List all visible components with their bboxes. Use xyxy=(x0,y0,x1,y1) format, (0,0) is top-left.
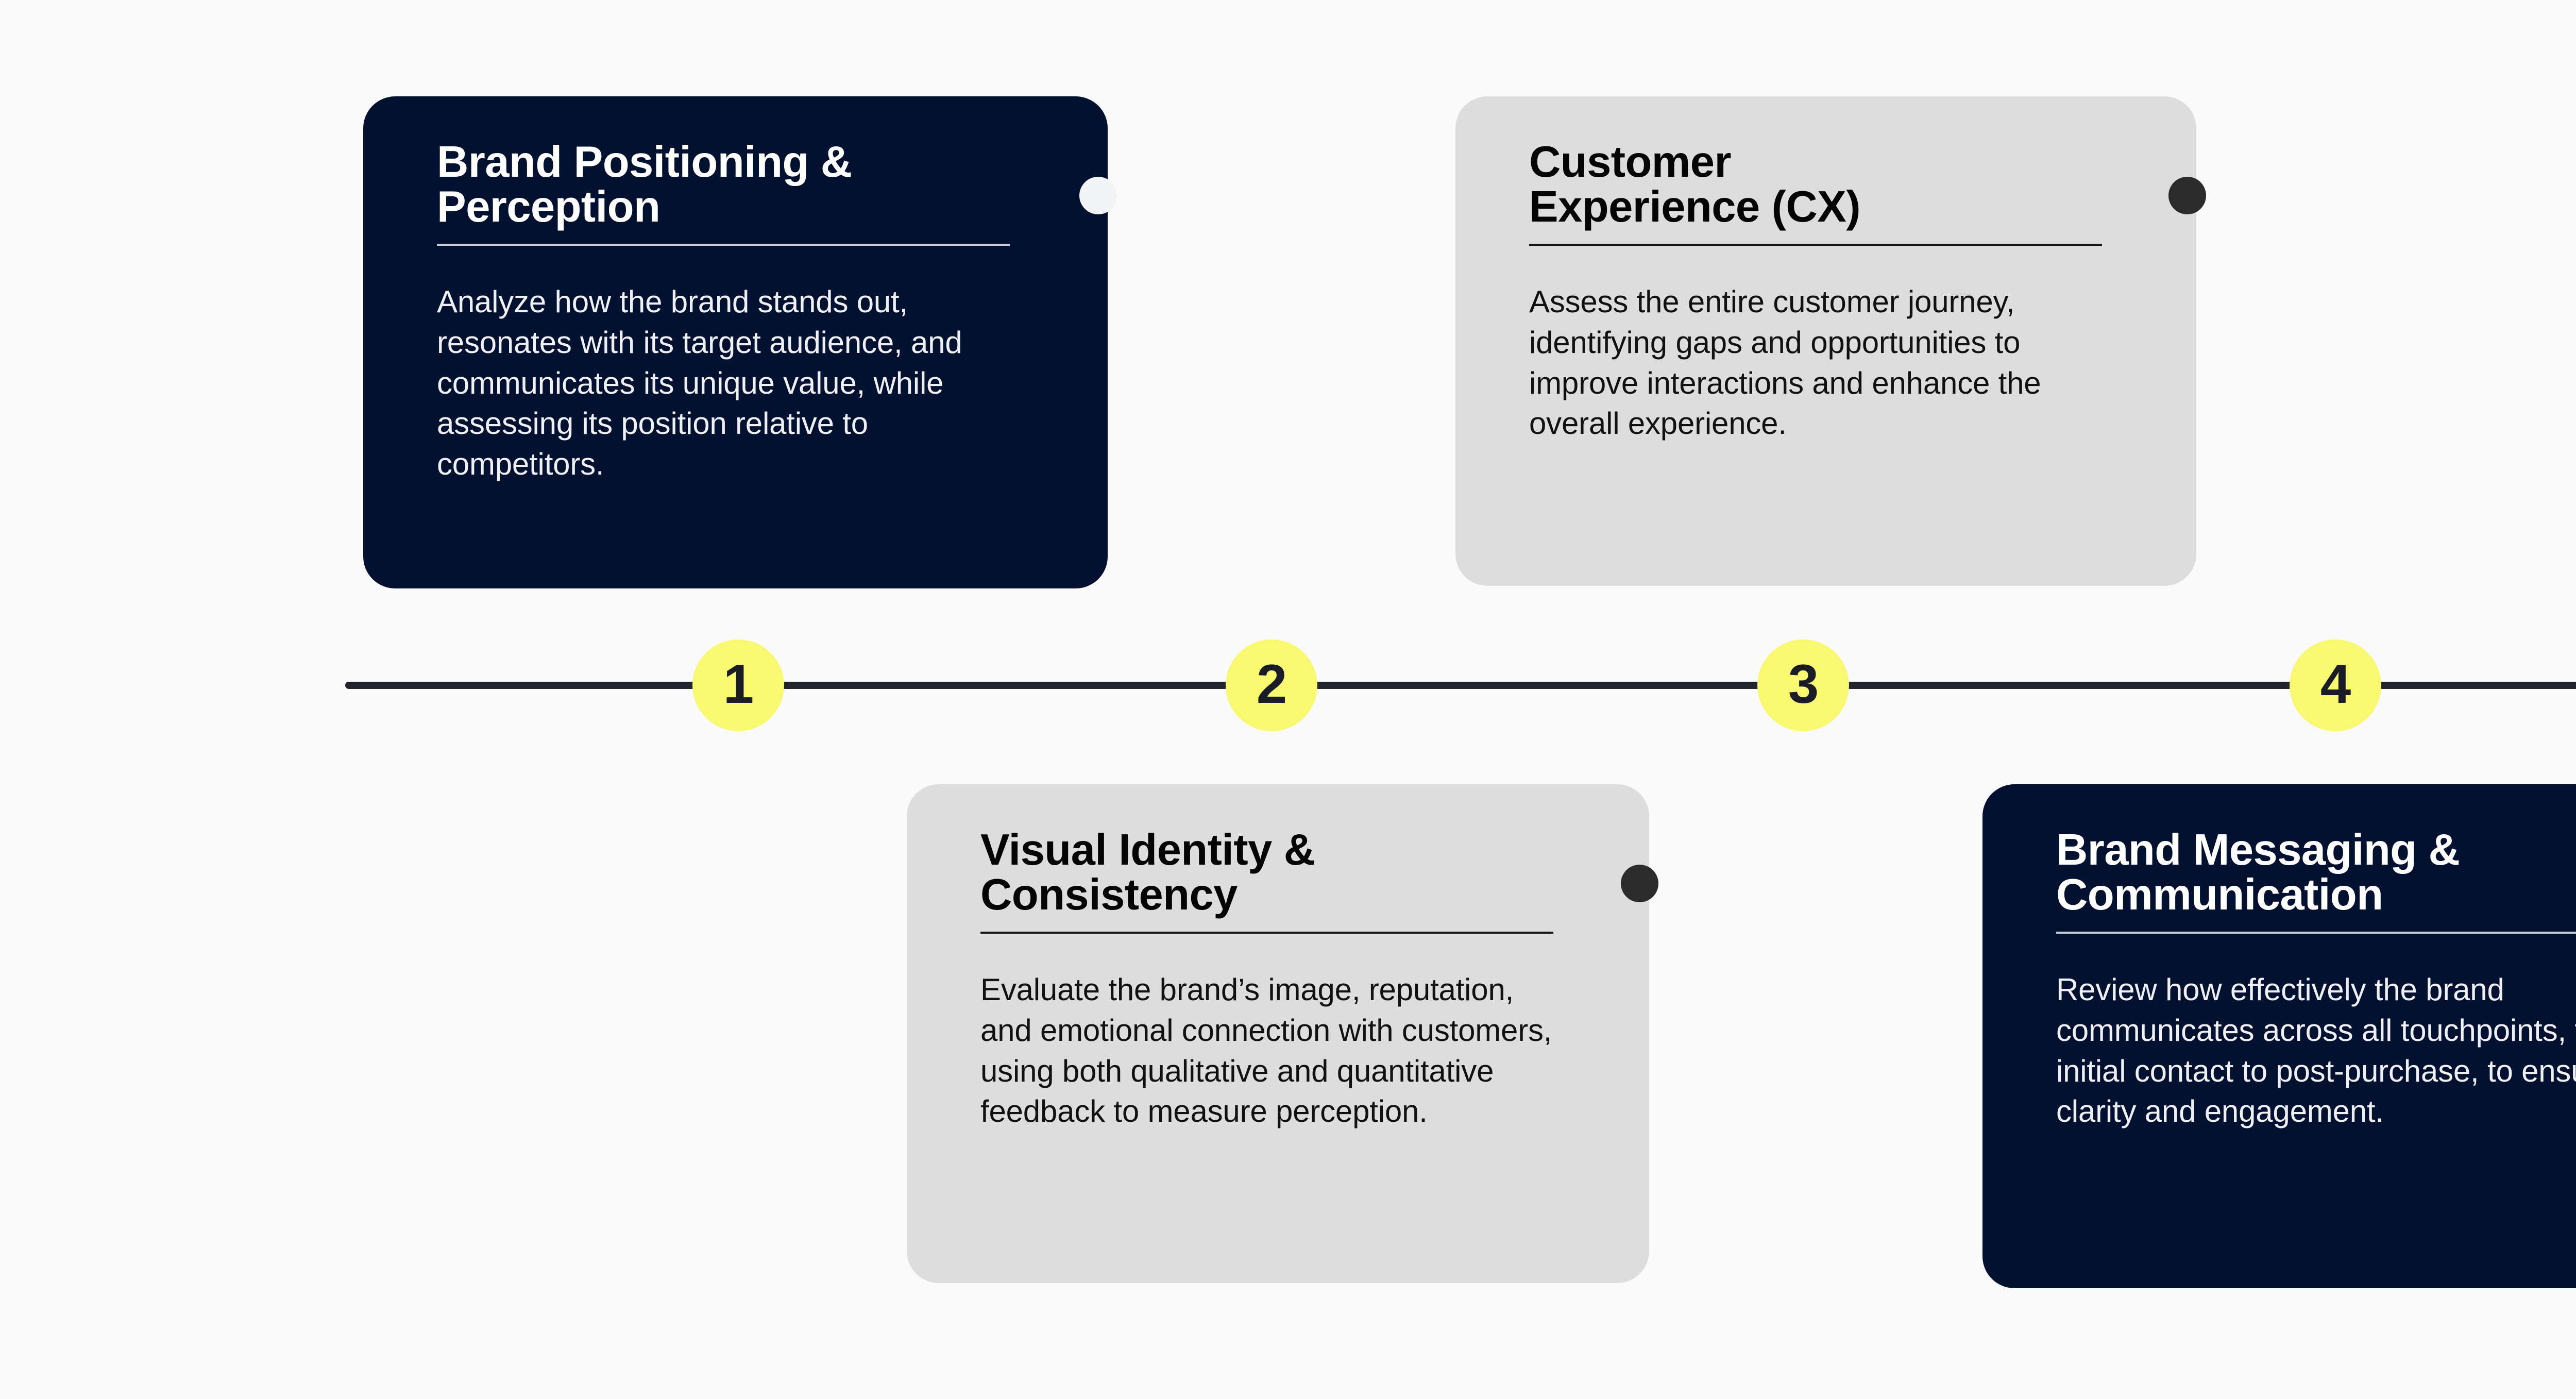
status-dot-icon xyxy=(2168,177,2206,214)
card-divider xyxy=(2056,932,2576,934)
card-title: Brand Positioning & Perception xyxy=(437,138,852,231)
card-header: Brand Positioning & Perception xyxy=(437,138,1117,246)
card-description: Analyze how the brand stands out, resona… xyxy=(437,284,962,481)
timeline-marker-label: 3 xyxy=(1788,652,1819,715)
card-header: Customer Experience (CX) xyxy=(1529,138,2206,246)
timeline-marker-label: 4 xyxy=(2320,652,2351,715)
timeline-marker-2[interactable]: 2 xyxy=(1226,639,1317,731)
step-card-1[interactable]: Brand Positioning & Perception Analyze h… xyxy=(363,96,1117,588)
step-card-2[interactable]: Visual Identity & Consistency Evaluate t… xyxy=(907,784,1658,1283)
status-dot-icon xyxy=(1621,865,1658,902)
step-card-3[interactable]: Customer Experience (CX) Assess the enti… xyxy=(1455,96,2206,586)
card-title: Visual Identity & Consistency xyxy=(980,825,1315,919)
card-header: Brand Messaging & Communication xyxy=(2056,828,2576,934)
card-description: Assess the entire customer journey, iden… xyxy=(1529,284,2041,441)
timeline-marker-3[interactable]: 3 xyxy=(1757,639,1849,731)
card-divider xyxy=(1529,244,2102,246)
card-title: Customer Experience (CX) xyxy=(1529,138,1861,231)
card-divider xyxy=(980,932,1553,934)
status-dot-icon xyxy=(1079,177,1117,214)
step-card-4[interactable]: Brand Messaging & Communication Review h… xyxy=(1982,784,2576,1288)
card-title: Brand Messaging & Communication xyxy=(2056,825,2460,919)
card-description: Evaluate the brand’s image, reputation, … xyxy=(980,972,1552,1129)
timeline-axis xyxy=(345,682,2576,689)
timeline-marker-1[interactable]: 1 xyxy=(692,639,784,731)
timeline-marker-4[interactable]: 4 xyxy=(2290,639,2381,731)
card-description: Review how effectively the brand communi… xyxy=(2056,972,2576,1129)
card-divider xyxy=(437,244,1010,246)
timeline-marker-label: 1 xyxy=(723,652,754,715)
timeline-marker-label: 2 xyxy=(1256,652,1287,715)
card-header: Visual Identity & Consistency xyxy=(980,825,1658,934)
